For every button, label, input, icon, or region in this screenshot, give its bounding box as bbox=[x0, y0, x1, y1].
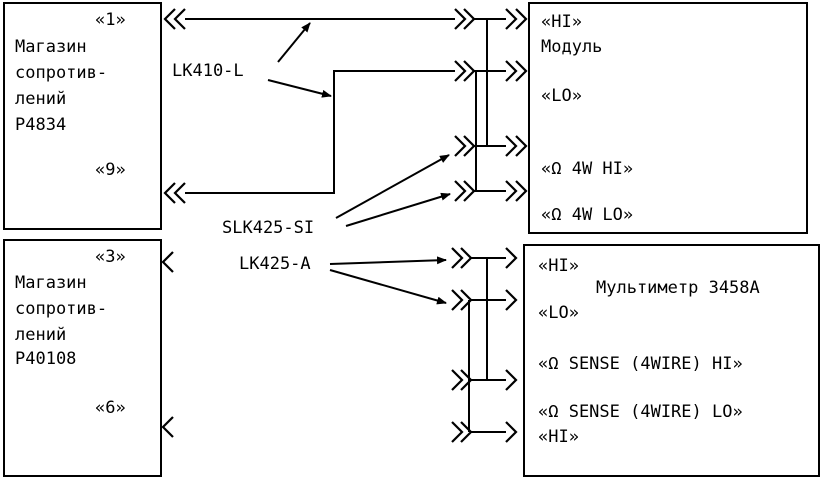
connector-chevron-right bbox=[454, 135, 476, 157]
multimeter-box bbox=[523, 244, 820, 477]
connector-chevron-left bbox=[163, 182, 186, 204]
p4834-terminal-1: «1» bbox=[95, 10, 126, 30]
p40108-name-line: лений bbox=[15, 325, 66, 345]
module-terminal-hi: «HI» bbox=[541, 12, 582, 32]
connector-chevron-left bbox=[161, 251, 174, 273]
p4834-name-line: Магазин bbox=[15, 37, 87, 57]
multimeter-input-chevron bbox=[505, 421, 518, 443]
multimeter-input-chevron bbox=[505, 247, 518, 269]
multimeter-terminal-hi-2: «HI» bbox=[538, 427, 579, 447]
p40108-name-line: Р40108 bbox=[15, 349, 76, 369]
multimeter-input-chevron bbox=[505, 369, 518, 391]
resistance-box-p40108 bbox=[3, 239, 162, 477]
module-terminal-4w-lo: «Ω 4W LO» bbox=[541, 205, 633, 225]
multimeter-input-chevron bbox=[505, 289, 518, 311]
pointer-arrow-lk425 bbox=[329, 269, 447, 305]
cable-label-lk425: LK425-A bbox=[239, 254, 311, 274]
p4834-name-line: лений bbox=[15, 89, 66, 109]
pointer-arrow-lk425 bbox=[329, 256, 447, 265]
module-input-chevron bbox=[505, 8, 528, 30]
wire-p4834-9-to-module-lo bbox=[185, 70, 455, 194]
pointer-arrow-lk410 bbox=[267, 79, 332, 98]
connector-chevron-left bbox=[163, 8, 186, 30]
module-input-chevron bbox=[505, 60, 528, 82]
module-terminal-lo: «LO» bbox=[541, 86, 582, 106]
module-box bbox=[528, 2, 808, 234]
module-terminal-4w-hi: «Ω 4W HI» bbox=[541, 159, 633, 179]
p40108-terminal-3: «3» bbox=[95, 247, 126, 267]
p40108-name-line: сопротив- bbox=[15, 299, 107, 319]
multimeter-terminal-lo: «LO» bbox=[538, 303, 579, 323]
p40108-terminal-6: «6» bbox=[95, 398, 126, 418]
module-title: Модуль bbox=[541, 37, 602, 57]
p40108-name-line: Магазин bbox=[15, 273, 87, 293]
module-input-chevron bbox=[505, 180, 528, 202]
multimeter-terminal-sense-lo: «Ω SENSE (4WIRE) LO» bbox=[538, 402, 743, 422]
module-input-chevron bbox=[505, 135, 528, 157]
resistance-box-p4834 bbox=[3, 2, 162, 230]
cable-label-slk425: SLK425-SI bbox=[222, 218, 314, 238]
pointer-arrow-lk410 bbox=[277, 22, 311, 63]
connector-chevron-right bbox=[451, 247, 473, 269]
connector-chevron-right bbox=[454, 60, 476, 82]
connector-chevron-right bbox=[454, 8, 476, 30]
connector-chevron-left bbox=[161, 416, 174, 438]
pointer-arrow-slk425 bbox=[335, 154, 450, 219]
multimeter-terminal-hi: «HI» bbox=[538, 256, 579, 276]
multimeter-title: Мультиметр 3458А bbox=[596, 278, 760, 298]
p4834-name-line: Р4834 bbox=[15, 115, 66, 135]
multimeter-terminal-sense-hi: «Ω SENSE (4WIRE) HI» bbox=[538, 354, 743, 374]
p4834-name-line: сопротив- bbox=[15, 63, 107, 83]
cable-label-lk410: LK410-L bbox=[172, 61, 244, 81]
pointer-arrow-slk425 bbox=[345, 192, 451, 227]
connector-chevron-right bbox=[454, 180, 476, 202]
p4834-terminal-9: «9» bbox=[95, 160, 126, 180]
